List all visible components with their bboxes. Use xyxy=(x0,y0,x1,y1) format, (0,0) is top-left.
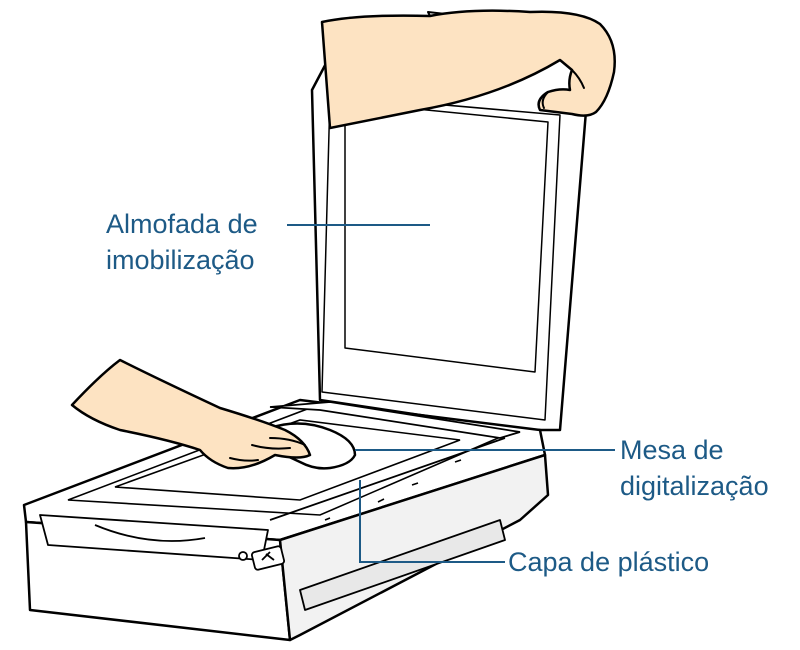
hand-holding-lid xyxy=(320,9,616,130)
glass-label: Mesa de digitalização xyxy=(620,432,769,504)
control-panel xyxy=(238,545,285,571)
hand-wiping-glass xyxy=(70,358,357,470)
cover-label: Capa de plástico xyxy=(508,544,709,580)
power-button[interactable] xyxy=(251,545,285,571)
pad-label-line1: Almofada de xyxy=(106,209,258,239)
status-led-icon xyxy=(238,551,248,561)
glass-label-line2: digitalização xyxy=(620,471,769,501)
leader-lines xyxy=(287,224,615,563)
power-icon xyxy=(261,551,275,561)
pad-label-line2: imobilização xyxy=(106,245,255,275)
cover-label-line1: Capa de plástico xyxy=(508,547,710,577)
glass-label-line1: Mesa de xyxy=(620,435,724,465)
cover-leader-line xyxy=(359,480,505,563)
pad-label: Almofada de imobilização xyxy=(106,206,258,278)
